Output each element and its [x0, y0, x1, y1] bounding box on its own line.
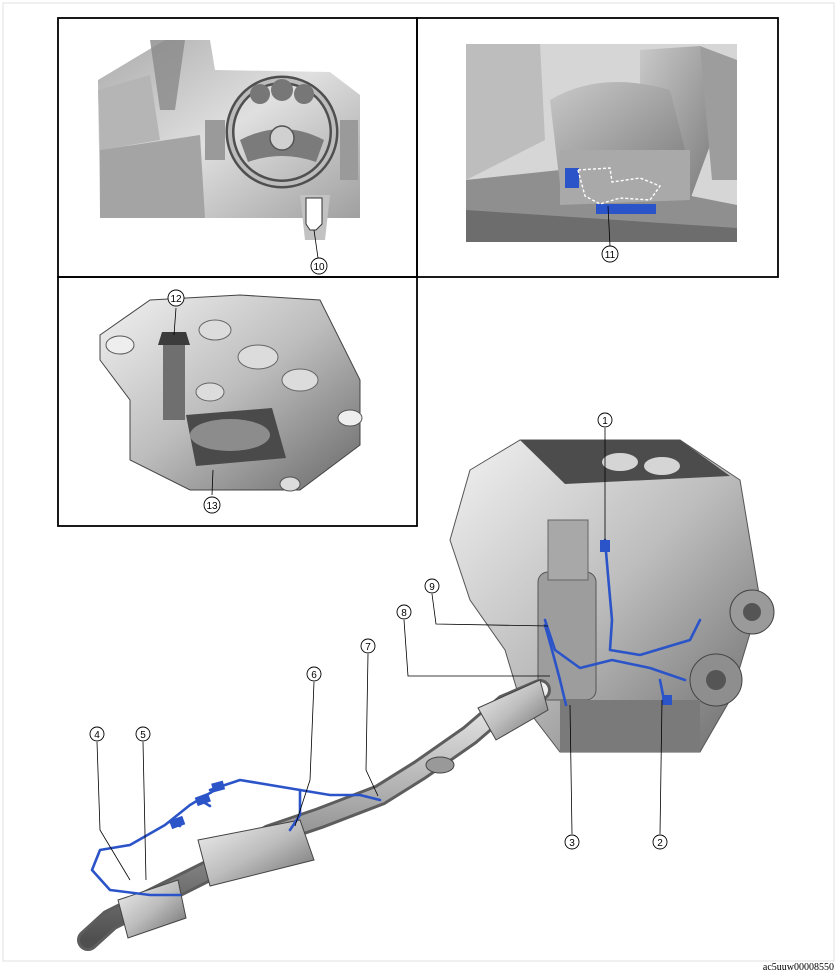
- svg-text:10: 10: [313, 262, 325, 273]
- callout-11: 11: [601, 245, 619, 263]
- harness-engine-lower: [543, 618, 687, 682]
- svg-text:6: 6: [311, 670, 317, 681]
- svg-text:9: 9: [429, 582, 435, 593]
- callout-10: 10: [310, 257, 328, 275]
- callout-4: 4: [89, 726, 105, 742]
- harness-exhaust-branch: [288, 788, 302, 832]
- svg-text:4: 4: [94, 730, 100, 741]
- page-border: [2, 2, 835, 962]
- svg-text:12: 12: [170, 294, 182, 305]
- svg-text:2: 2: [657, 838, 663, 849]
- engine-illustration: [449, 439, 775, 753]
- svg-text:3: 3: [569, 838, 575, 849]
- callout-5: 5: [135, 726, 151, 742]
- callout-1: 1: [597, 412, 613, 428]
- callout-13: 13: [203, 496, 221, 514]
- leader-lines: [96, 428, 663, 881]
- svg-text:5: 5: [140, 730, 146, 741]
- harness-engine-upper: [603, 538, 702, 657]
- callout-3: 3: [564, 834, 580, 850]
- callout-9: 9: [424, 578, 440, 594]
- fuel-tank-panel-frame: [57, 276, 418, 527]
- harness-connector-blocks: [169, 540, 672, 830]
- callout-12: 12: [167, 289, 185, 307]
- callout-8: 8: [396, 604, 412, 620]
- dashboard-panel: [57, 17, 418, 278]
- callout-7: 7: [360, 638, 376, 654]
- harness-exhaust-rear: [90, 788, 217, 897]
- document-code: ac5uuw00008550: [763, 962, 834, 973]
- seat-illustration: [466, 44, 737, 247]
- fuel-tank-illustration: [99, 294, 363, 496]
- svg-text:7: 7: [365, 642, 371, 653]
- exhaust-illustration: [77, 679, 551, 951]
- svg-text:11: 11: [605, 250, 616, 261]
- seat-panel: [416, 17, 779, 278]
- harness-exhaust-front: [208, 778, 382, 802]
- svg-text:1: 1: [602, 416, 608, 427]
- fuel-tank-panel: [57, 276, 418, 527]
- svg-text:13: 13: [206, 501, 218, 512]
- harness-o2-sensor: [543, 623, 568, 707]
- seat-panel-frame: [416, 17, 779, 278]
- svg-text:8: 8: [401, 608, 407, 619]
- dashboard-illustration: [98, 40, 360, 259]
- callout-6: 6: [306, 666, 322, 682]
- callout-2: 2: [652, 834, 668, 850]
